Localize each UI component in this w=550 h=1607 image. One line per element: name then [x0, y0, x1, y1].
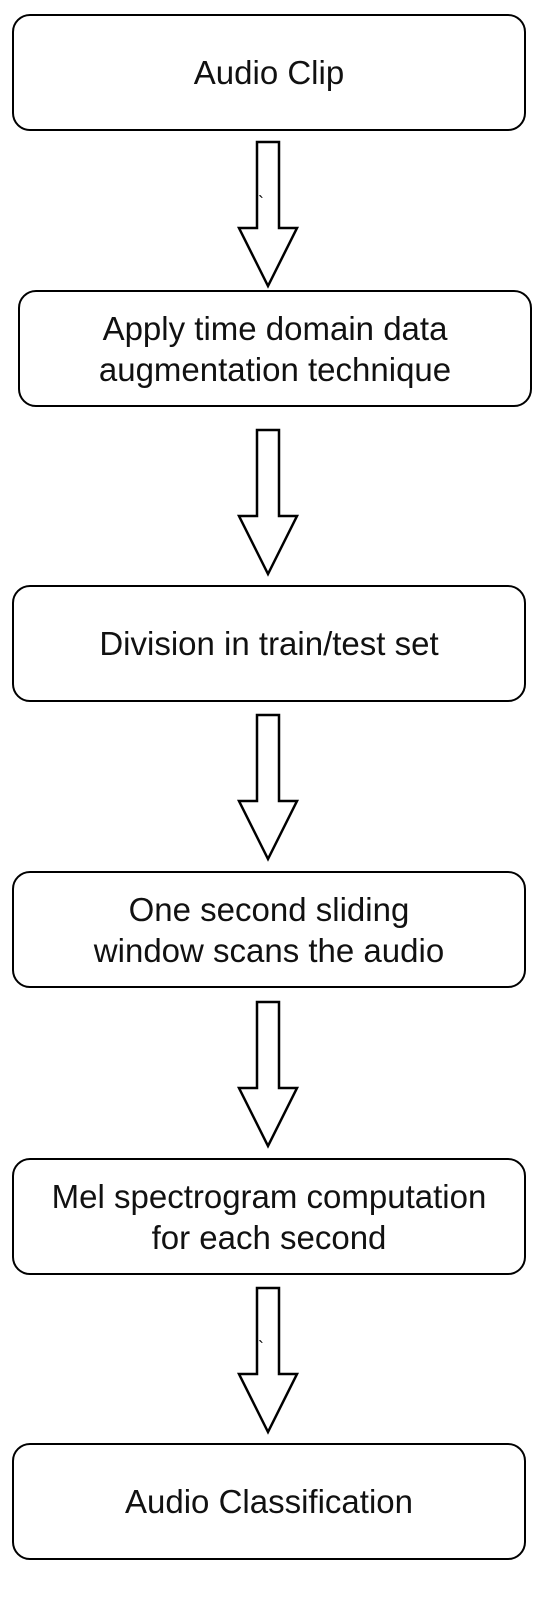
step-label-audio-classification: Audio Classification: [125, 1483, 413, 1520]
step-box-train-test-split: Division in train/test set: [12, 585, 526, 702]
step-label-train-test-split: Division in train/test set: [99, 625, 439, 662]
step-box-mel-spectrogram: Mel spectrogram computation for each sec…: [12, 1158, 526, 1275]
down-arrow-2: [236, 428, 300, 578]
step-label-sliding-window: One second sliding window scans the audi…: [93, 890, 445, 969]
step-box-audio-clip: Audio Clip: [12, 14, 526, 131]
step-label-audio-clip: Audio Clip: [193, 54, 345, 91]
down-arrow-3: [236, 713, 300, 863]
down-arrow-5: [236, 1286, 300, 1436]
step-box-augmentation: Apply time domain data augmentation tech…: [18, 290, 532, 407]
down-arrow-4: [236, 1000, 300, 1150]
step-label-augmentation: Apply time domain data augmentation tech…: [98, 309, 452, 388]
arrow-mark-1: `: [258, 193, 264, 213]
step-box-audio-classification: Audio Classification: [12, 1443, 526, 1560]
down-arrow-1: [236, 140, 300, 290]
step-box-sliding-window: One second sliding window scans the audi…: [12, 871, 526, 988]
step-label-mel-spectrogram: Mel spectrogram computation for each sec…: [51, 1177, 487, 1256]
arrow-mark-2: `: [258, 1338, 264, 1358]
